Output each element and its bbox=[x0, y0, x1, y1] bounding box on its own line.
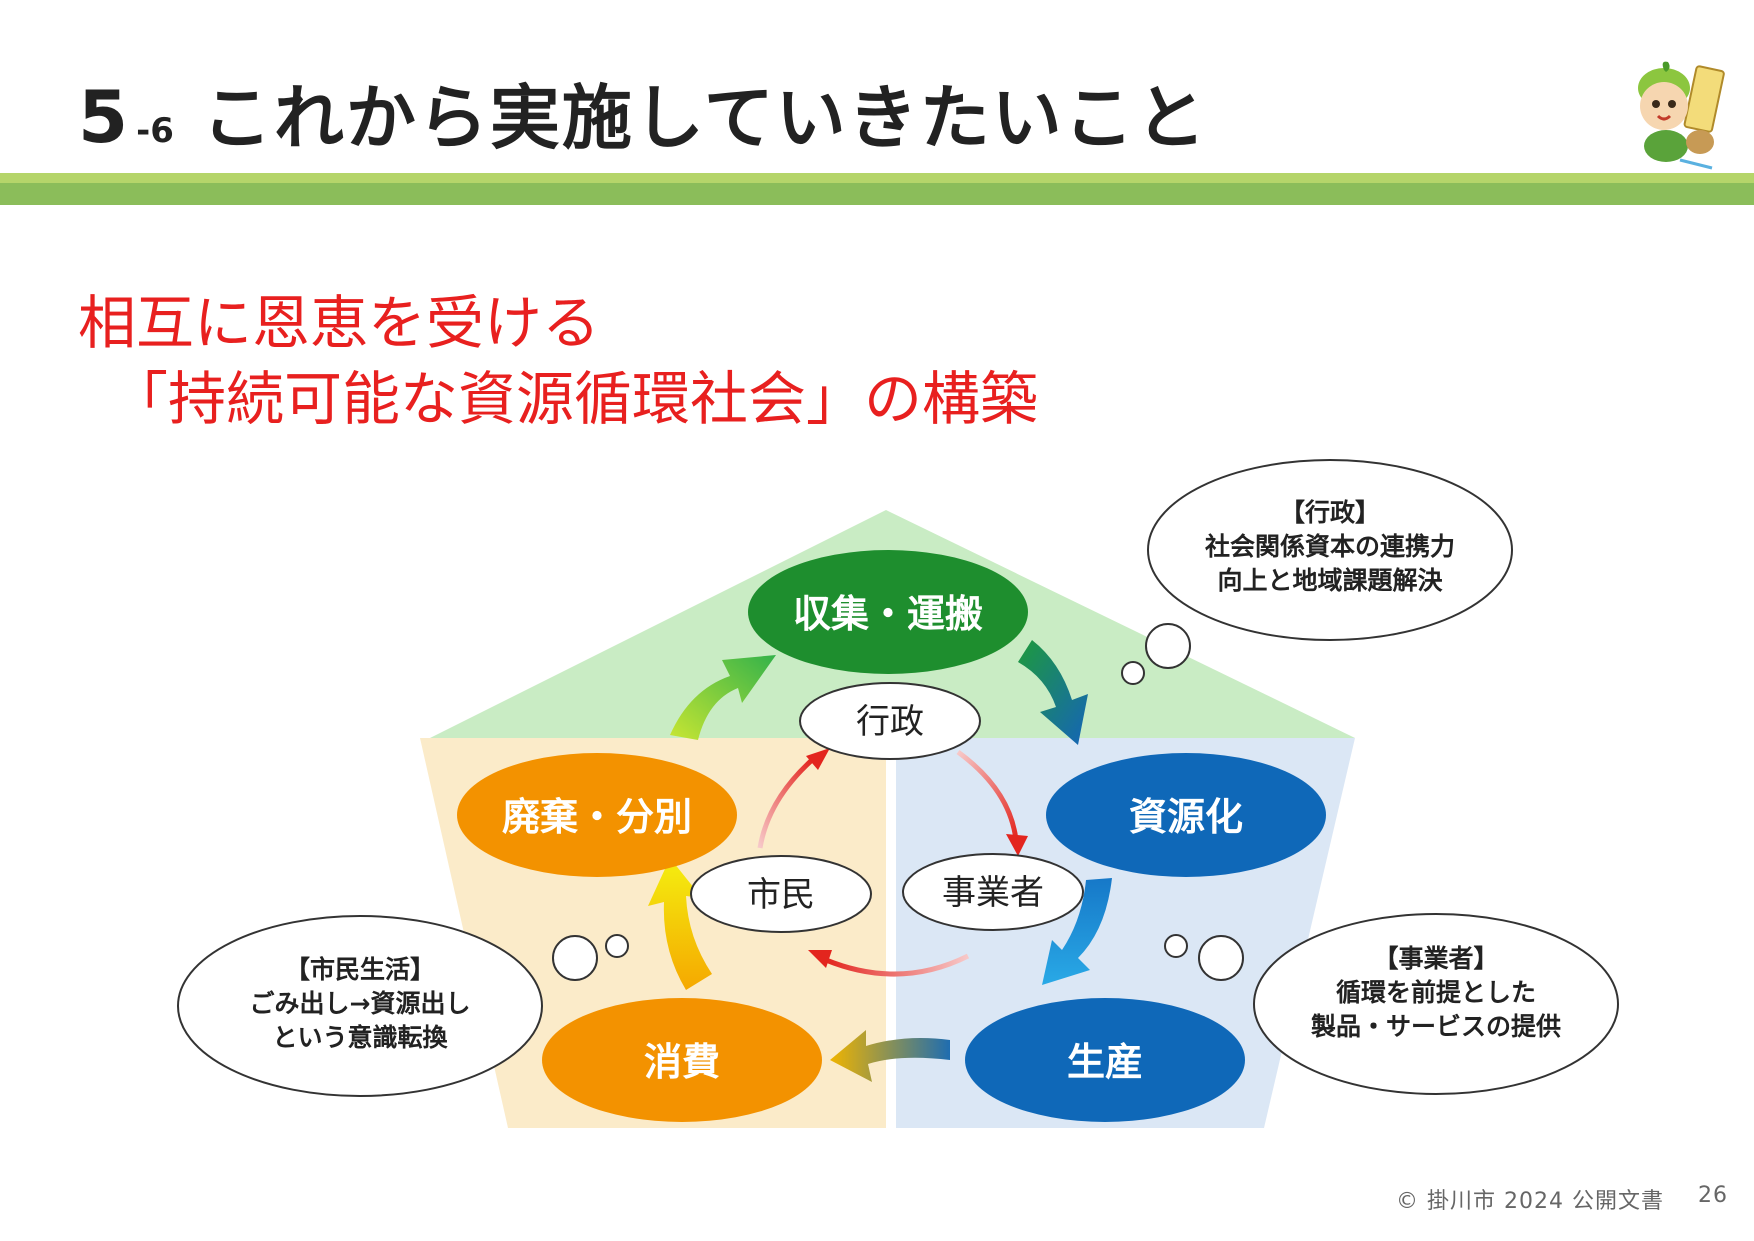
arrow-business-to-citizens bbox=[825, 953, 970, 977]
consumption-node bbox=[542, 998, 822, 1122]
government-label: 行政 bbox=[856, 702, 924, 742]
citizens-bubble-line-1: ごみ出し→資源出し bbox=[250, 989, 471, 1018]
business-bubble-line-2: 製品・サービスの提供 bbox=[1310, 1012, 1561, 1041]
title-text: これから実施していきたいこと bbox=[201, 77, 1208, 159]
production-label: 生産 bbox=[1067, 1040, 1143, 1084]
headline-line-1: 相互に恩恵を受ける bbox=[78, 289, 601, 357]
government-bubble-line-2: 向上と地域課題解決 bbox=[1217, 566, 1443, 595]
recycling-label: 資源化 bbox=[1129, 795, 1243, 839]
arrow-disposal-to-collection bbox=[670, 655, 776, 740]
disposal-node bbox=[457, 753, 737, 877]
mascot-icon bbox=[1638, 61, 1725, 170]
section-number: 5 bbox=[78, 75, 129, 159]
business-label: 事業者 bbox=[942, 873, 1044, 913]
citizens-node bbox=[690, 855, 872, 933]
copyright-text: © 掛川市 2024 公開文書 bbox=[1396, 1189, 1664, 1214]
collection-node bbox=[748, 550, 1028, 674]
arrow-citizens-to-government bbox=[757, 758, 814, 849]
citizens-bubble-heading: 【市民生活】 bbox=[285, 955, 435, 984]
business-bubble-line-1: 循環を前提とした bbox=[1336, 978, 1536, 1007]
business-node bbox=[902, 853, 1084, 931]
citizens-bubble-line-2: という意識転換 bbox=[272, 1023, 448, 1052]
consumption-label: 消費 bbox=[644, 1040, 720, 1084]
footer: © 掛川市 2024 公開文書 26 bbox=[1396, 1183, 1728, 1215]
page-title: 5 -6 これから実施していきたいこと bbox=[78, 62, 1208, 159]
business-thought-bubble: 【事業者】 循環を前提とした 製品・サービスの提供 bbox=[1164, 913, 1619, 1095]
arrow-production-to-consumption bbox=[830, 1030, 950, 1082]
arrow-government-to-business bbox=[956, 749, 1019, 841]
section-sub-number: -6 bbox=[136, 111, 174, 151]
headline: 相互に恩恵を受ける 「持続可能な資源循環社会」の構築 bbox=[78, 285, 1038, 437]
arrow-collection-to-recycling bbox=[1018, 640, 1088, 745]
business-bubble-heading: 【事業者】 bbox=[1373, 944, 1498, 973]
government-node bbox=[799, 682, 981, 760]
headline-line-2: 「持続可能な資源循環社会」の構築 bbox=[110, 365, 1039, 433]
recycling-node bbox=[1046, 753, 1326, 877]
header-accent-bar bbox=[0, 183, 1754, 205]
government-bubble-line-1: 社会関係資本の連携力 bbox=[1205, 532, 1455, 561]
government-thought-bubble: 【行政】 社会関係資本の連携力 向上と地域課題解決 bbox=[1121, 459, 1513, 685]
arrow-recycling-to-production bbox=[1042, 878, 1112, 985]
page-number: 26 bbox=[1698, 1183, 1728, 1208]
government-bubble-heading: 【行政】 bbox=[1280, 498, 1380, 527]
header-accent-bar-light bbox=[0, 173, 1754, 183]
production-node bbox=[965, 998, 1245, 1122]
citizens-label: 市民 bbox=[747, 875, 815, 915]
collection-label: 収集・運搬 bbox=[793, 592, 983, 636]
disposal-label: 廃棄・分別 bbox=[502, 795, 692, 839]
citizens-thought-bubble: 【市民生活】 ごみ出し→資源出し という意識転換 bbox=[177, 915, 629, 1097]
